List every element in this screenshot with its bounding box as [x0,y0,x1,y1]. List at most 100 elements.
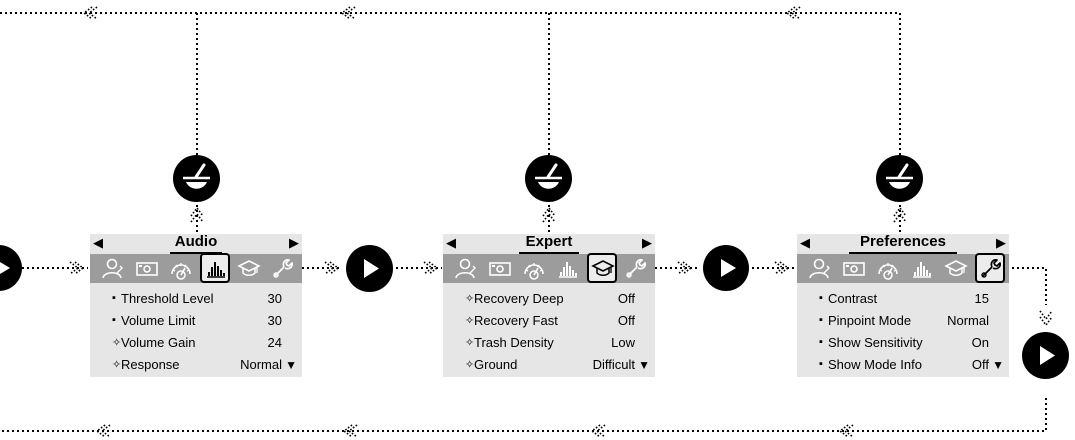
tab-user-profile-icon[interactable] [100,256,126,280]
tab-wrench-icon[interactable] [270,256,296,280]
chevron-down [1039,310,1053,327]
bullet-square-icon: ▪ [819,336,823,348]
setting-value: Off [971,357,989,372]
bullet-diamond-icon: ✧ [112,337,122,349]
chevron-left [340,6,356,20]
setting-label: Volume Limit [121,313,196,328]
chevron-right [324,261,340,275]
scroll-down-icon[interactable]: ▼ [638,358,650,372]
setting-value: Off [617,291,635,306]
chevron-left [838,424,854,438]
tab-graduation-cap-icon[interactable] [587,253,617,283]
graduation-cap-icon [237,260,261,276]
metal-detector-icon [535,163,562,189]
next-screen-arrow[interactable]: ▶ [642,235,652,250]
right-drop-line [1007,267,1047,305]
title-underline [170,252,222,254]
setting-row[interactable]: ▪ Show Sensitivity On [797,335,1009,355]
next-screen-arrow[interactable]: ▶ [996,235,1006,250]
chevron-left [342,424,358,438]
bullet-diamond-icon: ✧ [465,293,475,305]
tab-gauge-icon[interactable] [521,256,547,280]
tab-gauge-icon[interactable] [875,256,901,280]
setting-value: Low [611,335,635,350]
start-play-button[interactable] [0,245,22,291]
setting-value: 24 [267,335,282,350]
panel-title-bar: ◀ Preferences ▶ [797,233,1009,254]
tab-camera-icon[interactable] [487,256,513,280]
bullet-square-icon: ▪ [112,292,116,304]
tab-equalizer-icon[interactable] [909,256,935,280]
chevron-right [677,261,693,275]
tab-icon-bar [90,253,302,283]
scroll-down-icon[interactable]: ▼ [285,358,297,372]
panel-title-bar: ◀ Audio ▶ [90,233,302,254]
next-play-button-3[interactable] [1022,332,1069,379]
top-return-line [0,12,901,155]
prev-screen-arrow[interactable]: ◀ [800,235,810,250]
gauge-icon [878,263,898,280]
detect-button-expert[interactable] [525,155,572,202]
tab-equalizer-icon[interactable] [200,253,230,283]
setting-label: Show Sensitivity [828,335,923,350]
setting-value: Normal [240,357,282,372]
tab-user-profile-icon[interactable] [453,256,479,280]
panel-title: Preferences [860,233,946,250]
user-profile-icon [455,258,476,279]
scroll-down-icon[interactable]: ▼ [992,358,1004,372]
tab-camera-icon[interactable] [134,256,160,280]
metal-detector-icon [183,163,210,189]
panel-title-bar: ◀ Expert ▶ [443,233,655,254]
setting-row[interactable]: ▪ Show Mode Info Off▼ [797,357,1009,377]
setting-value: On [971,335,989,350]
setting-label: Threshold Level [121,291,214,306]
detect-button-audio[interactable] [173,155,220,202]
camera-icon [489,262,511,276]
bullet-diamond-icon: ✧ [465,315,475,327]
play-icon [364,259,379,278]
bullet-square-icon: ▪ [112,314,116,326]
tab-graduation-cap-icon[interactable] [943,256,969,280]
equalizer-icon [207,262,225,278]
bullet-diamond-icon: ✧ [465,337,475,349]
tab-camera-icon[interactable] [841,256,867,280]
next-screen-arrow[interactable]: ▶ [289,235,299,250]
prev-screen-arrow[interactable]: ◀ [93,235,103,250]
title-underline [519,252,579,254]
chevron-left [785,6,801,20]
tab-wrench-icon[interactable] [623,256,649,280]
setting-label: Show Mode Info [828,357,922,372]
graduation-cap-icon [591,260,615,276]
user-profile-icon [102,258,123,279]
panel-title: Expert [525,233,573,250]
tab-gauge-icon[interactable] [168,256,194,280]
metal-detector-icon [886,163,913,189]
camera-icon [843,262,865,276]
next-play-button-1[interactable] [346,245,393,292]
tab-equalizer-icon[interactable] [555,256,581,280]
bullet-square-icon: ▪ [819,358,823,370]
camera-icon [136,262,158,276]
tab-user-profile-icon[interactable] [807,256,833,280]
next-play-button-2[interactable] [703,245,749,291]
wrench-icon [981,259,1001,278]
tab-graduation-cap-icon[interactable] [236,256,262,280]
detect-button-preferences[interactable] [876,155,923,202]
tab-wrench-icon[interactable] [975,253,1005,283]
right-exit-line [0,398,1047,432]
prev-screen-arrow[interactable]: ◀ [446,235,456,250]
